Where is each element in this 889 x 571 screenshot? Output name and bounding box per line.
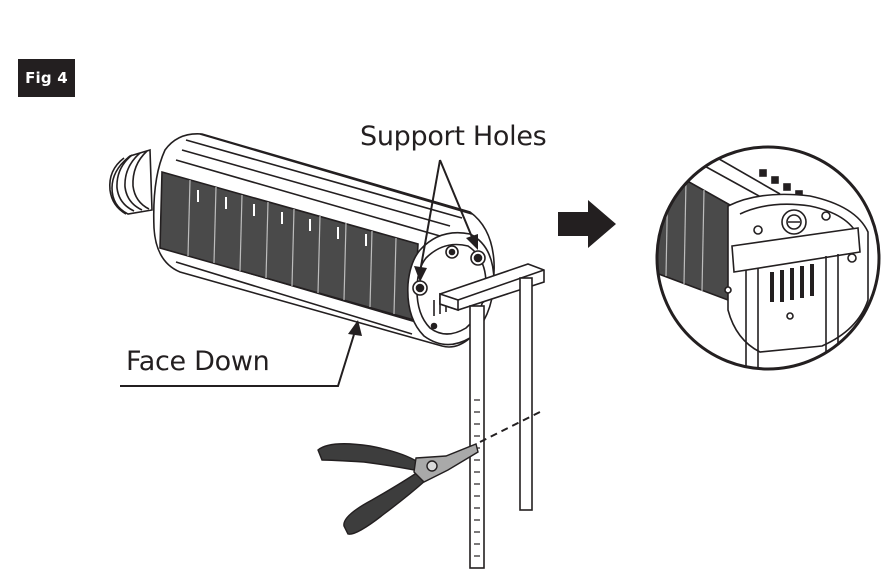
bracket-strip-front — [469, 305, 485, 569]
figure-number-badge: Fig 4 — [18, 59, 75, 97]
support-holes-label: Support Holes — [360, 121, 547, 152]
pliers-illustration — [317, 443, 479, 535]
detail-magnifier — [655, 145, 881, 371]
screw-base — [108, 148, 153, 215]
lamp-illustration — [108, 133, 495, 348]
face-down-label: Face Down — [126, 346, 270, 377]
callout-leaders — [120, 159, 475, 387]
mounting-bracket — [439, 263, 545, 569]
direction-arrow — [558, 200, 616, 248]
cut-line — [479, 409, 545, 443]
bracket-strip-back — [519, 277, 533, 511]
